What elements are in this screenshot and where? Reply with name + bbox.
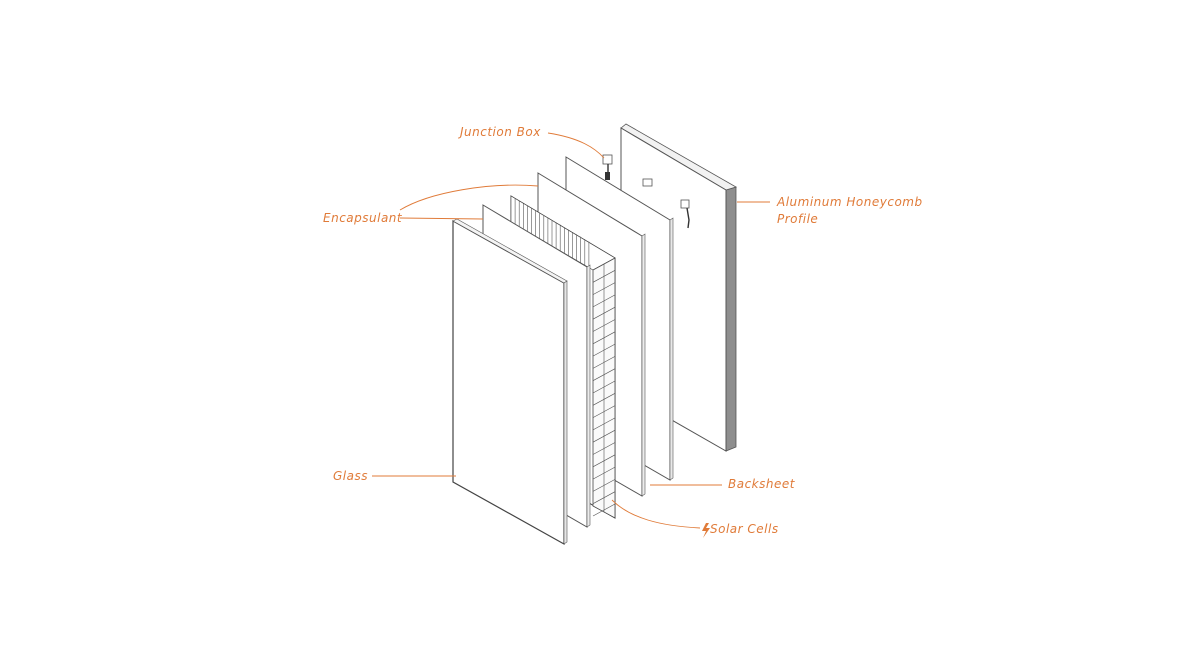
solar-cells-leader — [611, 499, 701, 529]
junction-box-connector — [680, 199, 690, 209]
junction-box-label: Junction Box — [458, 125, 541, 139]
backsheet-label: Backsheet — [728, 477, 796, 491]
glass-label: Glass — [333, 469, 368, 483]
encapsulant-leader-front — [399, 217, 484, 220]
encapsulant-label: Encapsulant — [323, 211, 403, 225]
encapsulant-leader-rear — [399, 184, 539, 211]
leader-lines — [372, 132, 770, 529]
lightning-bolt-icon — [702, 523, 710, 538]
aluminum-profile-label: Profile — [777, 212, 818, 226]
mount-clip — [642, 178, 653, 187]
aluminum-honeycomb-label: Aluminum Honeycomb — [776, 195, 923, 209]
junction-box — [602, 154, 613, 165]
labels: Junction Box Encapsulant Aluminum Honeyc… — [323, 125, 923, 538]
glass-layer — [452, 218, 568, 546]
solar-cells-label: Solar Cells — [710, 522, 779, 536]
junction-box-leader — [547, 132, 605, 159]
